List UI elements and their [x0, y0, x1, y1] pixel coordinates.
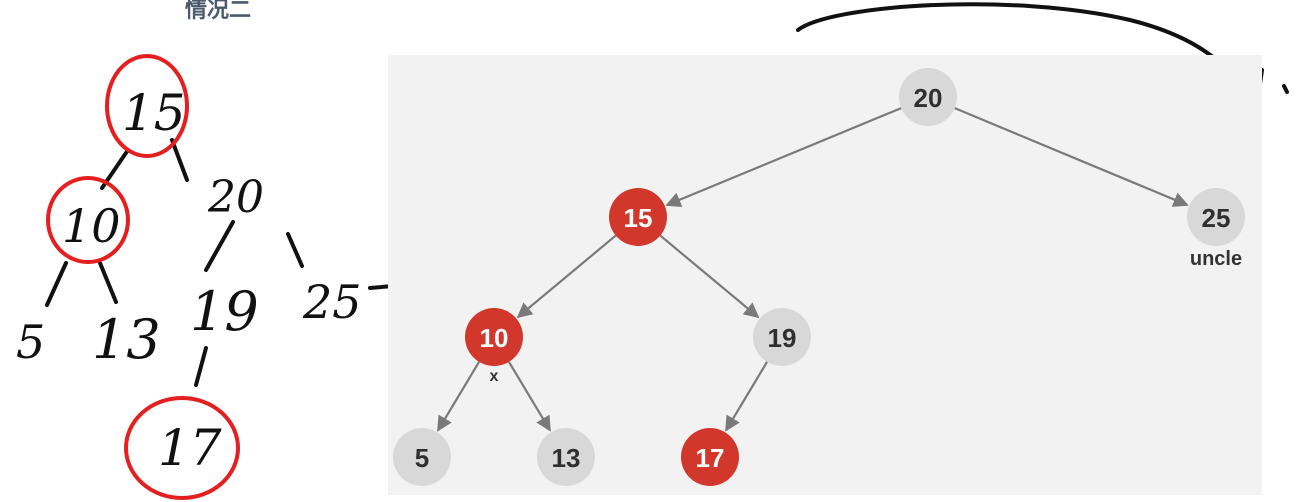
sketch-node-19: 19: [190, 280, 259, 343]
red-circle-15: [105, 54, 189, 158]
node-circle: [1187, 188, 1245, 246]
node-label: 17: [696, 443, 725, 473]
tree-edge-20-25: [954, 107, 1189, 207]
tree-node-13: 13: [537, 428, 595, 486]
node-circle: [465, 308, 523, 366]
node-label: 20: [914, 83, 943, 113]
tree-node-5: 5: [393, 428, 451, 486]
tree-diagram-panel: 20 15 25 uncle 10 x 19 5 13 17: [388, 55, 1262, 495]
tree-node-17: 17: [681, 428, 739, 486]
tree-node-15: 15: [609, 188, 667, 246]
tree-edge-15-10: [516, 234, 617, 319]
sketch-node-13: 13: [92, 308, 161, 371]
tree-nodes: 20 15 25 uncle 10 x 19 5 13 17: [393, 68, 1245, 486]
node-label: 19: [768, 323, 797, 353]
node-tag-uncle: uncle: [1190, 248, 1242, 270]
page-title: 情况二: [185, 0, 252, 23]
node-label: 25: [1202, 203, 1231, 233]
sketch-node-5: 5: [16, 315, 45, 369]
sketch-node-17: 17: [158, 419, 222, 477]
sketch-node-15: 15: [122, 84, 186, 142]
tree-edge-20-15: [665, 107, 902, 207]
tree-edge-19-17: [725, 361, 769, 432]
tree-node-20: 20: [899, 68, 957, 126]
sketch-edges: [45, 138, 395, 387]
node-tag-x: x: [490, 368, 499, 385]
tree-diagram: 20 15 25 uncle 10 x 19 5 13 17: [393, 68, 1245, 486]
red-circle-17: [124, 396, 240, 500]
node-label: 5: [415, 443, 429, 473]
node-circle: [753, 308, 811, 366]
tree-node-25: 25 uncle: [1187, 188, 1245, 270]
node-circle: [609, 188, 667, 246]
tree-edge-10-5: [437, 361, 481, 432]
ink-mark: [1282, 84, 1289, 94]
tree-node-19: 19: [753, 308, 811, 366]
red-circle-10: [46, 176, 130, 264]
tree-node-10: 10 x: [465, 308, 523, 385]
tree-edge-10-13: [507, 361, 551, 432]
tree-edge-15-19: [659, 234, 760, 319]
node-label: 13: [552, 443, 581, 473]
node-label: 10: [480, 323, 509, 353]
node-circle: [899, 68, 957, 126]
sketch-node-10: 10: [62, 199, 121, 253]
node-label: 15: [624, 203, 653, 233]
sketch-node-20: 20: [207, 172, 264, 223]
tree-edges: [437, 107, 1189, 432]
node-circle: [537, 428, 595, 486]
sketch-nodes: 15 10 20 5 13 19 25 17: [16, 84, 362, 477]
node-circle: [393, 428, 451, 486]
node-circle: [681, 428, 739, 486]
sketch-node-25: 25: [302, 275, 362, 329]
